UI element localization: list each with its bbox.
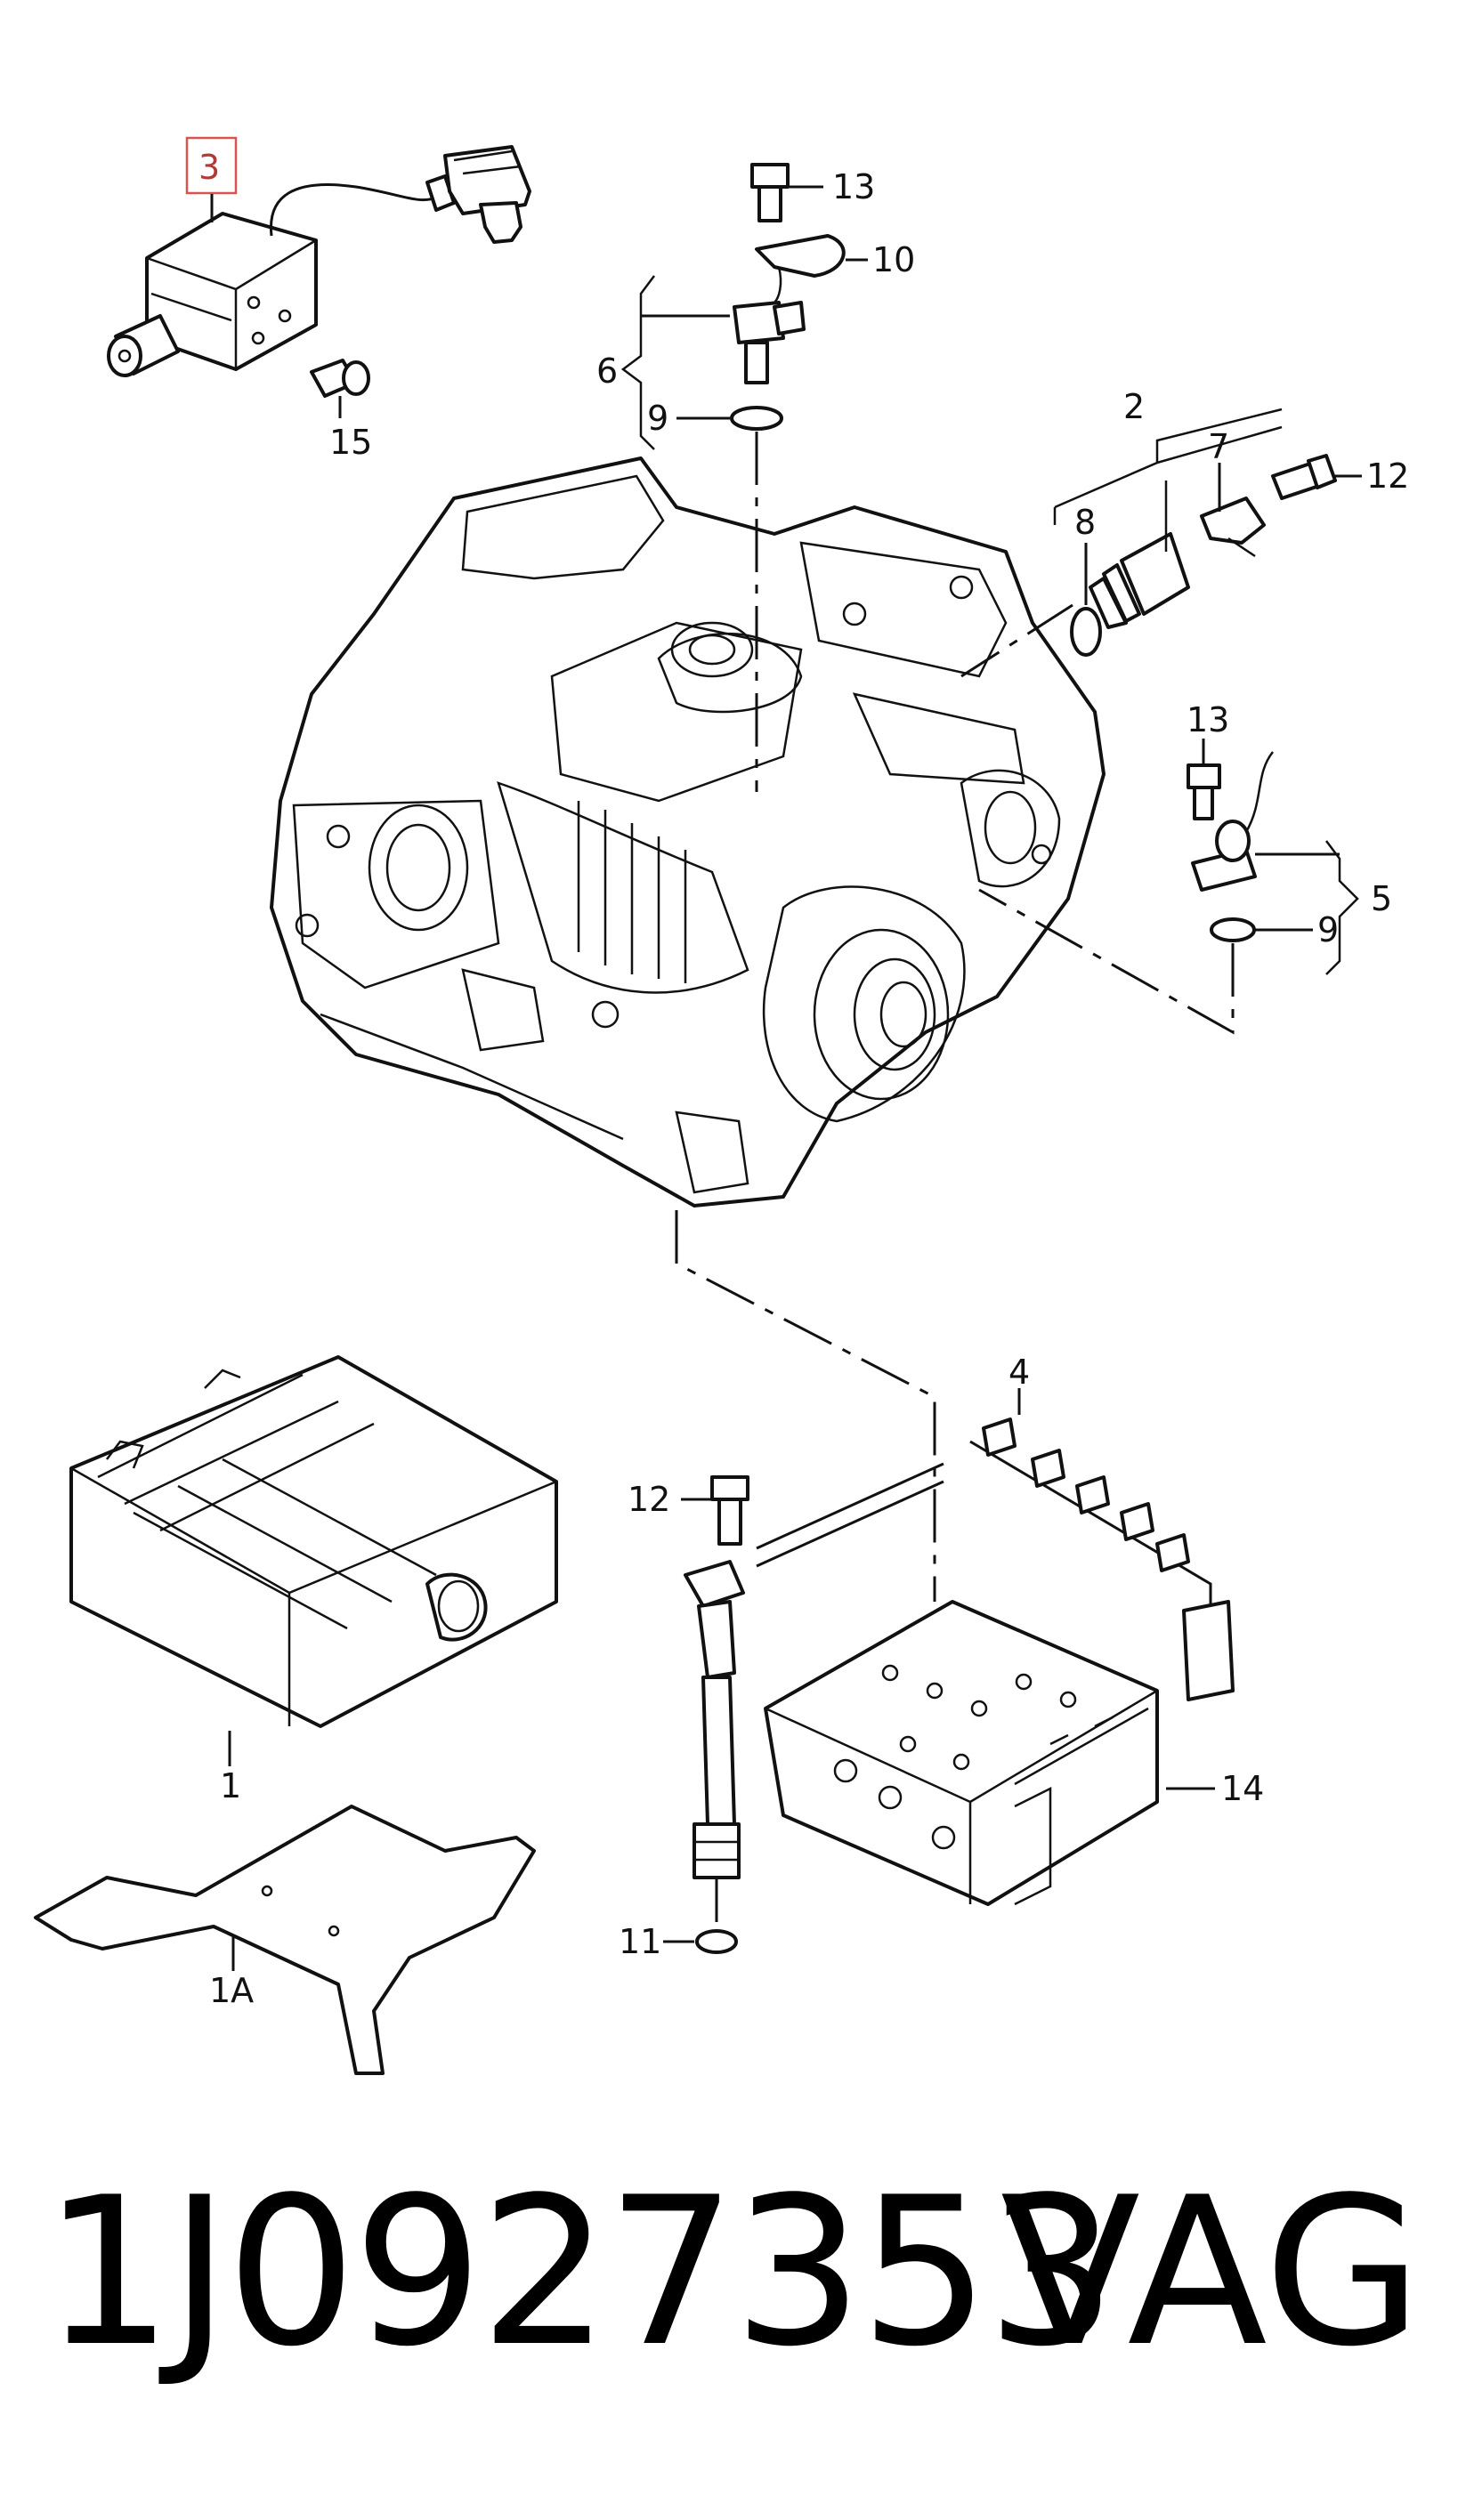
part-6-sensor xyxy=(620,266,806,450)
callout-4: 4 xyxy=(1008,1353,1030,1392)
callout-14: 14 xyxy=(1221,1769,1264,1808)
part-1a-bracket xyxy=(34,1805,536,2075)
assembly-line-14 xyxy=(675,1210,936,1602)
part-1-control-module xyxy=(69,1355,558,1766)
part-5-speed-sensor xyxy=(1191,751,1359,975)
part-13-bolt-top xyxy=(750,163,823,222)
part-11-seal-ring xyxy=(663,1929,738,1954)
callout-9-right: 9 xyxy=(1317,910,1339,949)
assembly-line-2 xyxy=(960,603,1073,678)
part-3-sensor-unit xyxy=(107,145,531,377)
callout-3: 3 xyxy=(198,148,220,187)
brand-name: VAG xyxy=(1000,2154,1422,2392)
part-11-probe xyxy=(684,1560,745,1922)
callout-15: 15 xyxy=(329,423,372,462)
part-9-ring-right xyxy=(1210,917,1313,942)
callout-12-lower: 12 xyxy=(628,1480,670,1519)
callout-7: 7 xyxy=(1208,427,1229,466)
part-14-valve-body xyxy=(764,1600,1215,1906)
callout-13-top: 13 xyxy=(832,167,875,206)
part-9-ring-top xyxy=(676,406,783,431)
callout-1a: 1A xyxy=(209,1971,254,2010)
callout-1: 1 xyxy=(220,1766,241,1805)
callout-10: 10 xyxy=(872,240,915,279)
callout-8: 8 xyxy=(1074,503,1096,542)
callout-11: 11 xyxy=(619,1922,661,1961)
callout-12-top: 12 xyxy=(1366,456,1409,496)
part-7-bracket xyxy=(1200,463,1266,558)
callout-5: 5 xyxy=(1371,879,1392,918)
callout-6: 6 xyxy=(596,351,618,391)
assembly-line-5 xyxy=(978,888,1235,1035)
part-number-footer: 1J0927353 VAG xyxy=(0,2171,1458,2438)
callout-3-highlight: 3 xyxy=(185,136,238,222)
highlight-box xyxy=(185,136,238,195)
callout-2: 2 xyxy=(1123,387,1145,426)
part-12-bolt-right xyxy=(1271,454,1362,500)
part-12-bolt-lower xyxy=(681,1475,749,1546)
callout-13-right: 13 xyxy=(1187,700,1229,739)
exploded-parts-diagram: 3 15 13 10 6 9 2 7 12 8 13 5 9 4 12 14 1… xyxy=(34,136,1409,2075)
part-4-wiring-harness xyxy=(756,1388,1235,1701)
part-2-pressure-sensor xyxy=(1053,408,1283,629)
callout-9-top: 9 xyxy=(647,399,668,438)
part-13-bolt-right xyxy=(1187,739,1221,820)
part-8-seal-ring xyxy=(1070,543,1102,657)
part-15-screw xyxy=(310,359,370,418)
part-number: 1J0927353 xyxy=(43,2154,1116,2392)
gearbox-housing xyxy=(270,456,1106,1208)
part-10-clamp xyxy=(755,234,868,278)
